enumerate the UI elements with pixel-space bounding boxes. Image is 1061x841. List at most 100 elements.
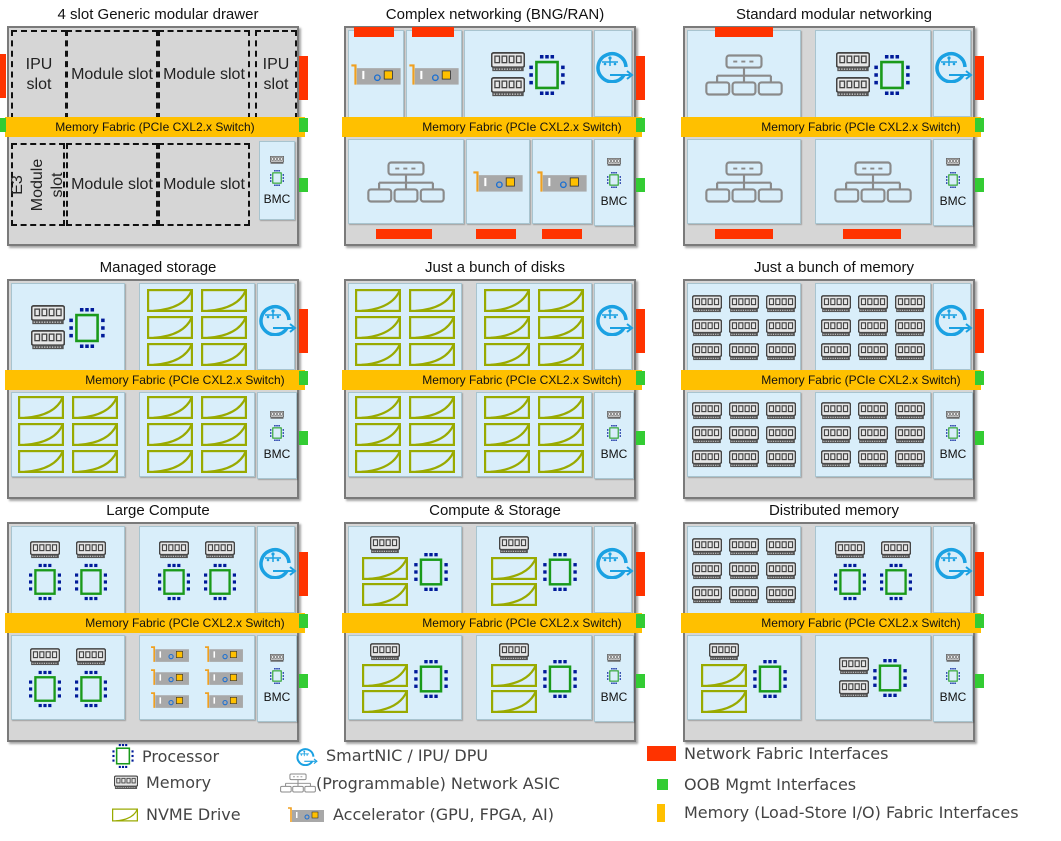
memory-icon [766,425,796,444]
module-accelerator [532,139,592,224]
nvme-drive-icon [538,316,584,339]
memory-icon [766,585,796,604]
legend-smartnic: SmartNIC / IPU/ DPU [294,744,488,766]
icon-grid [484,396,584,473]
memory-icon [821,342,851,361]
slot-label: IPU slot [25,55,53,93]
bmc-label: BMC [939,446,967,461]
slot: IPU slot [255,30,297,119]
nvme-drive-icon [201,396,247,419]
nvme-drive-icon [147,450,193,473]
module-bmc: BMC [594,139,634,226]
oob-mgmt-interface [636,614,645,628]
network-fabric-interface [636,552,645,596]
memory-icon [76,647,106,666]
oob-mgmt-interface [636,118,645,132]
network-asic-icon [834,160,912,203]
memory-icon [945,653,960,662]
nvme-drive-icon [409,396,455,419]
nvme-drive-icon [484,316,530,339]
module-bmc: BMC [933,392,973,479]
nvme-drive-icon [484,396,530,419]
icon-grid [692,294,796,361]
memory-icon [606,410,621,419]
nvme-drive-icon [701,663,747,687]
legend-memory-label: Memory [146,773,212,792]
memory-icon [692,318,722,337]
bmc-label: BMC [600,689,628,704]
module-6x-nvme [348,392,462,477]
legend-network-asic-label: (Programmable) Network ASIC [316,773,560,793]
module-2-memory-processor [815,635,931,720]
memory-icon [836,77,870,97]
smartnic-icon [935,305,973,336]
module-9x-memory [687,526,801,615]
memory-icon [895,342,925,361]
processor-icon [606,171,621,188]
network-fabric-interface [975,309,984,353]
network-asic-icon [367,160,445,203]
slot-label: Module slot [71,65,153,83]
processor-icon [606,667,621,684]
memory-fabric-label: Memory Fabric (PCIe CXL2.x Switch) [761,373,961,387]
nvme-drive-icon [355,450,401,473]
nvme-drive-icon [18,450,64,473]
processor-icon [29,669,61,708]
nvme-drive-icon [362,663,408,687]
network-fabric-interface [354,27,394,37]
nvme-drive-icon [18,423,64,446]
module-smartnic [933,526,973,613]
memory-icon [858,401,888,420]
processor-icon [753,659,787,698]
processor-icon [529,54,565,95]
icon-grid [147,396,247,473]
nvme-drive-icon [147,289,193,312]
processor-icon [414,552,448,591]
memory-icon [858,449,888,468]
memory-icon [858,342,888,361]
oob-mgmt-interface [299,614,308,628]
memory-icon [692,537,722,556]
accelerator-icon [204,646,244,663]
nvme-drive-icon [409,423,455,446]
module-bmc: BMC [933,635,973,722]
icon-grid [29,647,107,708]
memory-fabric-label: Memory Fabric (PCIe CXL2.x Switch) [761,616,961,630]
module-6x-nvme [476,283,592,372]
module-network-asic [687,30,801,119]
slot-label: Module slot [71,175,153,193]
legend-memory: Memory [114,773,211,792]
module-memory-processor [464,30,592,119]
accelerator-icon [150,692,190,709]
module-memory-processor [11,283,125,372]
nvme-drive-icon [201,316,247,339]
module-smartnic [594,526,634,613]
module-9x-memory [815,392,931,477]
network-fabric-interface [299,56,308,100]
nvme-drive-icon [701,689,747,713]
memory-fabric-switch: Memory Fabric (PCIe CXL2.x Switch) [681,117,981,137]
module-2x-memory-processor [139,526,255,615]
legend-smartnic-label: SmartNIC / IPU/ DPU [326,745,489,765]
memory-icon [692,342,722,361]
nvme-drive-icon [409,343,455,366]
smartnic-icon [259,305,297,336]
processor-icon [269,424,284,441]
nvme-drive-icon [538,450,584,473]
panel-title: Standard modular networking [736,6,932,23]
processor-icon [269,169,284,186]
memory-icon [729,449,759,468]
network-fabric-interface [376,229,432,239]
network-fabric-interface [299,309,308,353]
module-memory-2-nvme-processor [476,526,592,615]
memory-icon [729,294,759,313]
memory-icon [31,330,65,350]
network-fabric-interface [412,27,454,37]
icon-grid [147,289,247,366]
memory-icon [269,155,284,164]
nvme-drive-icon [491,556,537,580]
nvme-drive-icon [147,343,193,366]
